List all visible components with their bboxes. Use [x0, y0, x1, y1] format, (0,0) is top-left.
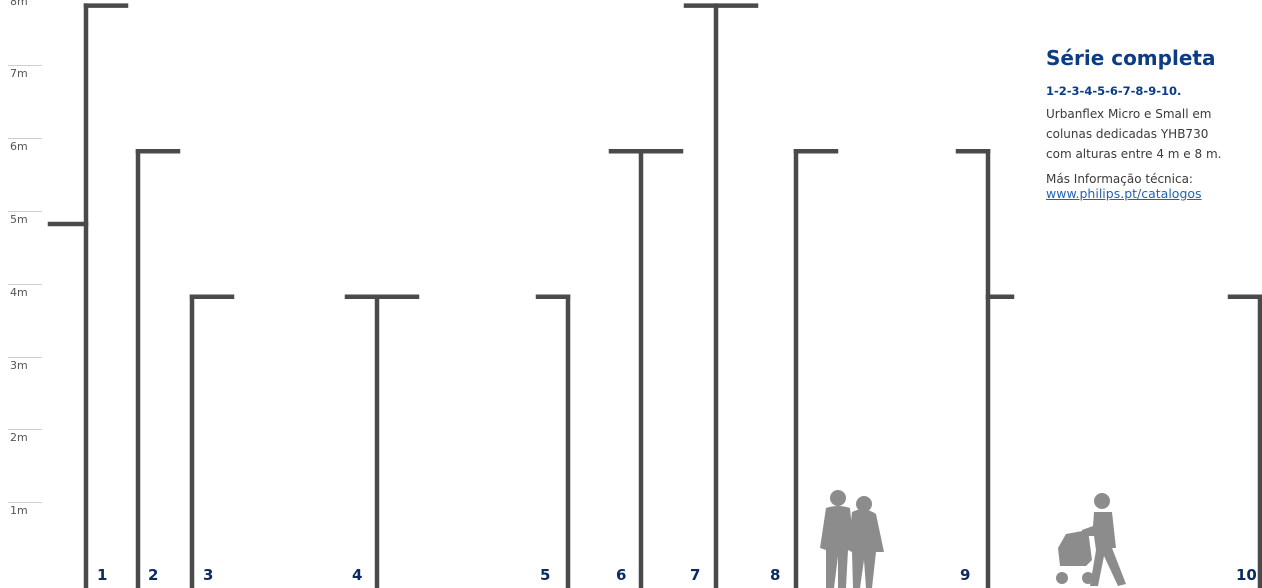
- person-with-stroller-silhouette: [1056, 493, 1126, 586]
- scale-tick: [8, 356, 42, 358]
- series-list: 1-2-3-4-5-6-7-8-9-10.: [1046, 84, 1182, 98]
- pole-number-6: 6: [616, 566, 627, 584]
- scale-label: 3m: [10, 358, 28, 372]
- pole-number-1: 1: [97, 566, 108, 584]
- description-line: Urbanflex Micro e Small em: [1046, 107, 1212, 121]
- description-line: colunas dedicadas YHB730: [1046, 127, 1209, 141]
- couple-walking-silhouette: [820, 490, 884, 588]
- pole-number-3: 3: [203, 566, 214, 584]
- pole-6: [608, 148, 684, 588]
- pole-1: [47, 3, 129, 588]
- pole-number-9: 9: [960, 566, 971, 584]
- pole-5: [535, 294, 571, 588]
- scale-tick: [8, 502, 42, 504]
- pole-number-5: 5: [540, 566, 551, 584]
- description-line: com alturas entre 4 m e 8 m.: [1046, 147, 1222, 161]
- pole-number-10: 10: [1236, 566, 1257, 584]
- pole-number-2: 2: [148, 566, 159, 584]
- pole-2: [135, 148, 181, 588]
- scale-label: 2m: [10, 431, 28, 445]
- pole-3: [189, 294, 235, 588]
- scale-label: 5m: [10, 213, 28, 226]
- pole-4: [344, 294, 420, 588]
- more-info-label: Más Informação técnica:: [1046, 172, 1193, 186]
- info-panel: Série completa 1-2-3-4-5-6-7-8-9-10. Urb…: [1046, 46, 1262, 201]
- pole-number-4: 4: [352, 566, 363, 584]
- pole-10: [1227, 294, 1262, 588]
- scale-label: 8m: [10, 0, 28, 8]
- scale-label: 4m: [10, 285, 28, 299]
- pole-number-7: 7: [690, 566, 701, 584]
- series-title: Série completa: [1046, 46, 1216, 70]
- scale-label: 7m: [10, 67, 28, 81]
- scale-tick: [8, 138, 42, 140]
- scale-label: 6m: [10, 140, 28, 154]
- pole-7: [683, 3, 759, 588]
- pole-8: [793, 148, 839, 588]
- scale-tick: [8, 283, 42, 285]
- pole-number-8: 8: [770, 566, 781, 584]
- scale-tick: [8, 65, 42, 67]
- catalog-link[interactable]: www.philips.pt/catalogos: [1046, 186, 1202, 201]
- scale-tick: [8, 429, 42, 431]
- series-description: Urbanflex Micro e Small em colunas dedic…: [1046, 104, 1262, 164]
- scale-label: 1m: [10, 504, 28, 518]
- scale-tick: [8, 211, 42, 212]
- pole-9: [955, 148, 1015, 588]
